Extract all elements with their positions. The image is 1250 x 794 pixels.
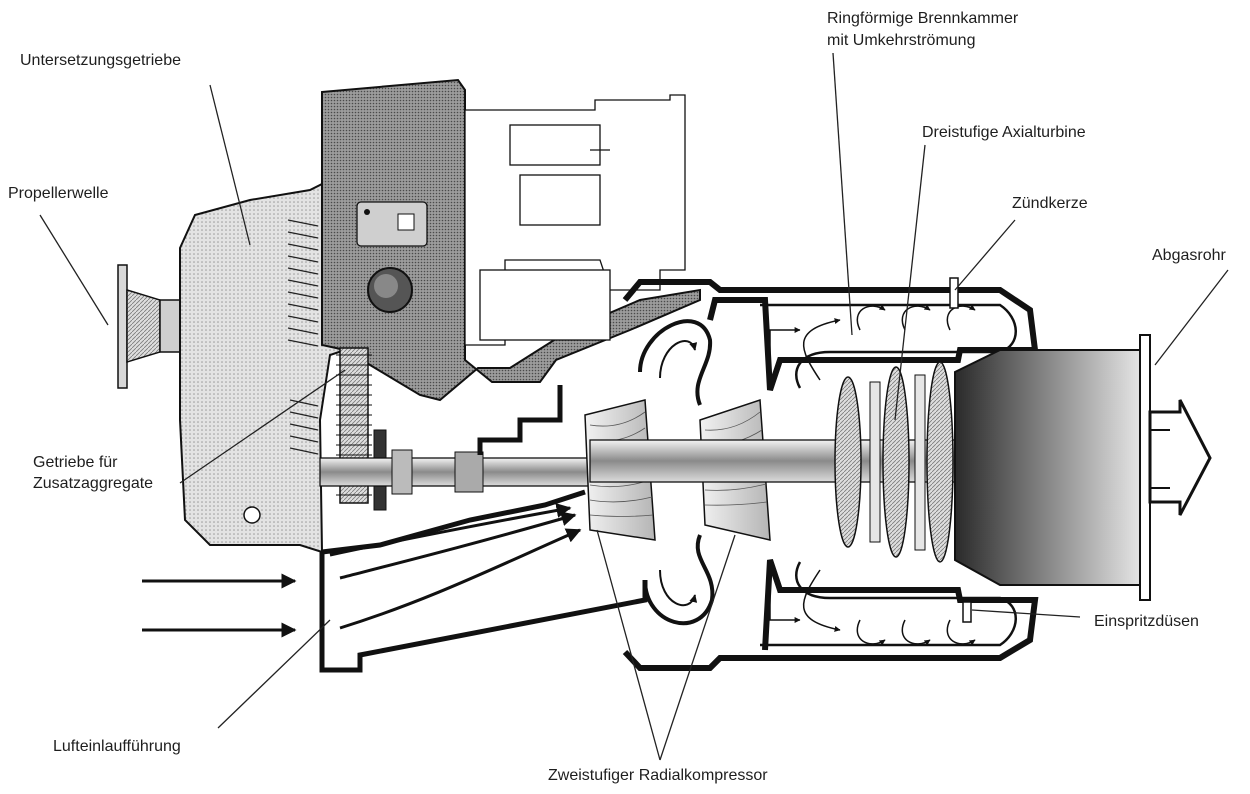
spark-plug [949, 277, 959, 309]
reduction-gearbox [179, 178, 346, 554]
accessory-gear-train [319, 347, 591, 511]
label-getriebe-line1: Getriebe für [33, 454, 118, 471]
label-lufteinlauf: Lufteinlaufführung [53, 738, 181, 755]
axial-turbine [834, 361, 954, 563]
exhaust-pipe [954, 334, 1212, 601]
exhaust-flow-arrow [1148, 399, 1212, 516]
label-radialkompressor: Zweistufiger Radialkompressor [548, 767, 768, 784]
label-brennkammer-line1: Ringförmige Brennkammer [827, 10, 1019, 27]
label-axialturbine: Dreistufige Axialturbine [922, 124, 1086, 141]
accessory-units [464, 94, 686, 346]
label-einspritzduesen: Einspritzdüsen [1094, 613, 1199, 630]
fuel-injector [962, 601, 972, 623]
label-getriebe-line2: Zusatzaggregate [33, 475, 154, 492]
label-untersetzungsgetriebe: Untersetzungsgetriebe [20, 52, 181, 69]
propeller-shaft [117, 264, 181, 389]
intake-airflow-arrows [142, 503, 582, 638]
label-propellerwelle: Propellerwelle [8, 185, 109, 202]
label-zuendkerze: Zündkerze [1012, 195, 1088, 212]
combustion-chamber [622, 277, 1039, 671]
label-brennkammer-line2: mit Umkehrströmung [827, 32, 976, 49]
label-abgasrohr: Abgasrohr [1152, 247, 1226, 264]
leader-lines [39, 52, 1229, 761]
